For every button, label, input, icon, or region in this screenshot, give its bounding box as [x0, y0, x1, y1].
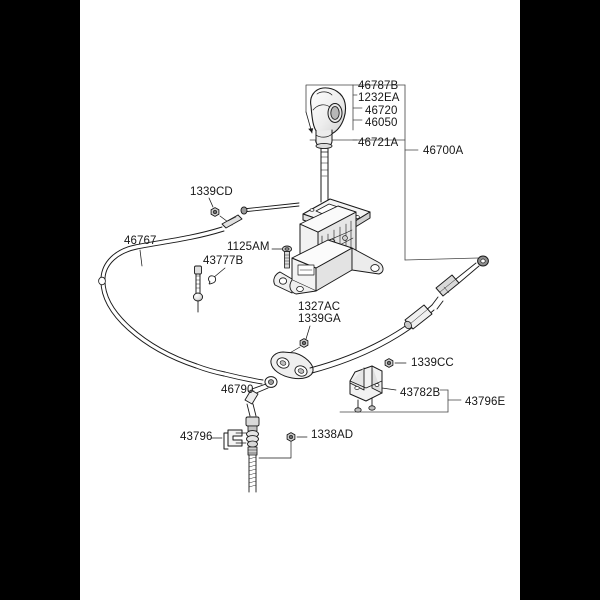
part-label-1327AC: 1327AC — [298, 301, 341, 313]
part-label-46787B: 46787B — [358, 80, 399, 92]
part-label-1339CD: 1339CD — [190, 186, 233, 198]
diagram-canvas — [80, 0, 520, 600]
part-label-1125AM: 1125AM — [227, 241, 270, 253]
part-label-1339CC: 1339CC — [411, 357, 454, 369]
part-label-43796: 43796 — [180, 431, 213, 443]
part-label-46050: 46050 — [365, 117, 398, 129]
part-label-43796E: 43796E — [465, 396, 506, 408]
part-label-46700A: 46700A — [423, 145, 464, 157]
part-label-46790: 46790 — [221, 384, 254, 396]
part-label-43777B: 43777B — [203, 255, 244, 267]
part-label-1338AD: 1338AD — [311, 429, 354, 441]
part-label-1232EA: 1232EA — [358, 92, 400, 104]
part-label-46721A: 46721A — [358, 137, 399, 149]
part-label-46767: 46767 — [124, 235, 157, 247]
part-label-46720: 46720 — [365, 105, 398, 117]
part-label-1339GA: 1339GA — [298, 313, 341, 325]
part-label-43782B: 43782B — [400, 387, 441, 399]
